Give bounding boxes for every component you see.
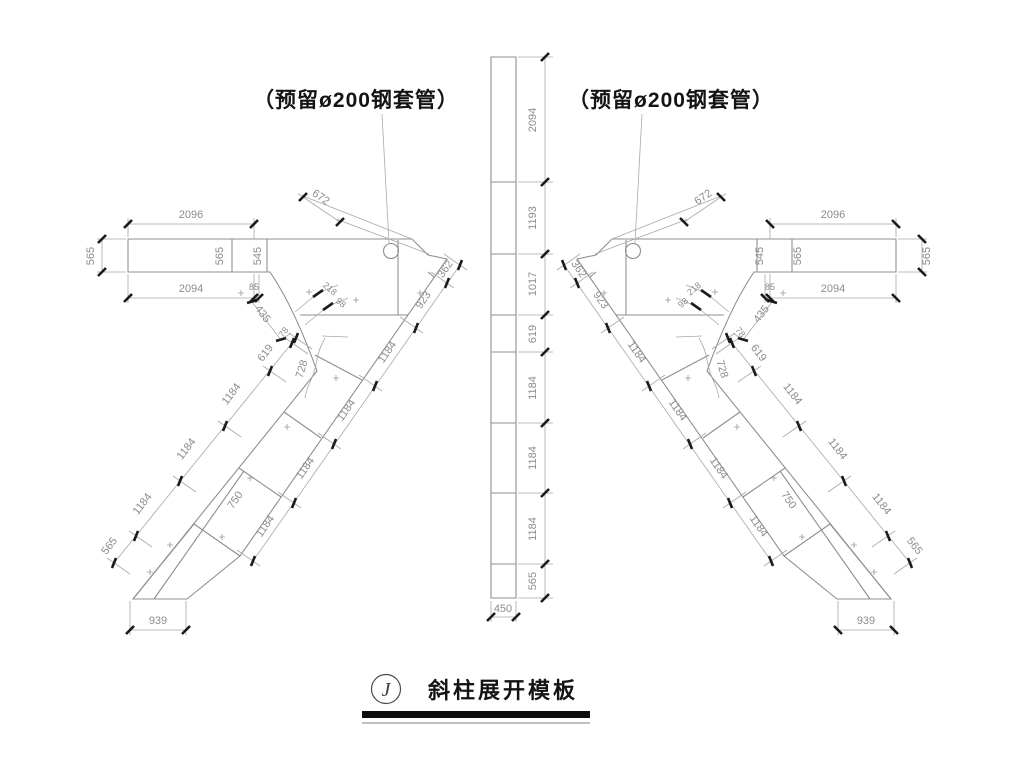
dimension-lines — [97, 113, 468, 635]
dim-label: 1184 — [527, 376, 539, 400]
dim-label: 545 — [754, 247, 766, 265]
dim-label: 2094 — [527, 108, 539, 132]
inclined-member-right — [555, 112, 929, 637]
drawing-bubble-letter: J — [382, 679, 392, 701]
dim-label: 1184 — [527, 446, 539, 470]
panel-dividers — [132, 239, 435, 600]
dim-label: 218 — [321, 280, 339, 297]
callout-left: （预留ø200钢套管） — [253, 88, 459, 112]
dim-label: 1184 — [175, 436, 199, 462]
title-underline-thick — [362, 711, 590, 718]
dim-label: 565 — [792, 247, 804, 265]
dim-label: 450 — [494, 603, 512, 615]
dim-label: 565 — [214, 247, 226, 265]
dim-label: 619 — [255, 342, 276, 364]
dim-label: 565 — [904, 535, 925, 557]
dim-label: 2094 — [179, 283, 203, 295]
dim-label: 1184 — [254, 513, 277, 539]
dim-label: 672 — [310, 187, 332, 207]
dim-label: 1184 — [294, 455, 317, 481]
dim-label: 565 — [527, 572, 539, 590]
drawing-bubble — [370, 673, 402, 705]
column-dim-labels: 2094 1193 1017 619 1184 1184 1184 565 45… — [494, 108, 539, 615]
dim-label: 728 — [713, 359, 730, 380]
dim-label: 565 — [85, 247, 97, 265]
title-block: J 斜柱展开模板 — [362, 673, 590, 724]
dim-label: 1193 — [527, 206, 539, 230]
dim-label: 728 — [294, 359, 311, 380]
dim-label: 1184 — [527, 517, 539, 541]
drawing-title: 斜柱展开模板 — [427, 678, 578, 703]
dim-label: 1184 — [869, 491, 893, 517]
dim-label: 1184 — [666, 397, 689, 423]
dim-label: 2096 — [179, 209, 203, 221]
dim-label: 1184 — [220, 381, 244, 407]
dim-label: 1184 — [376, 339, 399, 365]
dim-label: 939 — [149, 615, 167, 627]
dim-label: 1184 — [131, 491, 155, 517]
dim-label: 619 — [748, 342, 769, 364]
dim-label: 98 — [334, 296, 348, 310]
dim-label: 218 — [685, 280, 703, 297]
dim-label: 85 — [249, 282, 259, 292]
sleeve-hole — [382, 242, 400, 260]
dim-label: 939 — [857, 615, 875, 627]
right-dim-labels: 2096 565 2094 85 565 545 672 435 218 98 … — [568, 187, 933, 627]
dim-label: 565 — [99, 535, 120, 557]
dim-label: 98 — [676, 296, 690, 310]
callout-right: （预留ø200钢套管） — [568, 88, 774, 112]
dim-label: 1184 — [780, 381, 804, 407]
dim-label: 78 — [733, 325, 747, 339]
member-outline — [127, 238, 448, 600]
dim-label: 619 — [527, 325, 539, 343]
dim-label: 1184 — [707, 455, 730, 481]
column-dim-ticks — [486, 52, 550, 622]
dim-label: 2096 — [821, 209, 845, 221]
dim-label: 1017 — [527, 272, 539, 296]
panel-marks — [147, 289, 423, 575]
dim-label: 923 — [413, 289, 433, 311]
dim-label: 545 — [252, 247, 264, 265]
left-dim-labels: 2096 565 2094 85 565 545 672 435 218 98 … — [85, 187, 456, 627]
center-column — [486, 52, 553, 622]
inclined-member-left — [97, 113, 468, 635]
dim-label: 85 — [765, 282, 775, 292]
dim-label: 1184 — [747, 513, 770, 539]
dim-label: 672 — [692, 187, 714, 207]
dim-label: 923 — [590, 289, 610, 311]
dimension-ticks — [97, 192, 464, 635]
dim-label: 78 — [277, 325, 291, 339]
dim-label: 565 — [921, 247, 933, 265]
dim-label: 1184 — [825, 436, 849, 462]
column-outline — [490, 56, 517, 599]
column-dim-lines — [490, 56, 553, 622]
dim-label: 1184 — [335, 397, 358, 423]
dim-label: 2094 — [821, 283, 845, 295]
dim-label: 1184 — [625, 339, 648, 365]
